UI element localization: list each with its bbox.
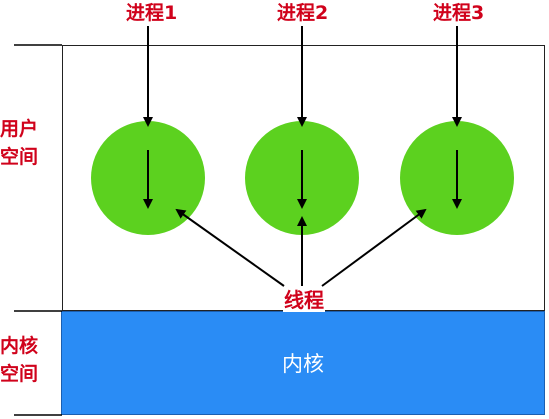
user-space-label-line-2: 空间	[0, 146, 39, 168]
kernel-space-label: 内核 空间	[0, 332, 38, 388]
user-space-label-line-1: 用户	[0, 118, 39, 140]
user-space-label: 用户 空间	[0, 115, 38, 171]
thread-arrow-3	[321, 208, 427, 287]
thread-label: 线程	[283, 288, 325, 312]
kernel-box: 内核	[61, 311, 545, 415]
process-label-2: 进程2	[277, 2, 329, 24]
kernel-space-label-line-1: 内核	[0, 335, 39, 357]
process-label-3: 进程3	[433, 2, 485, 24]
kernel-box-label: 内核	[282, 352, 324, 376]
thread-arrow-1	[175, 208, 285, 287]
kernel-space-label-line-2: 空间	[0, 363, 39, 385]
process-label-1: 进程1	[126, 2, 178, 24]
